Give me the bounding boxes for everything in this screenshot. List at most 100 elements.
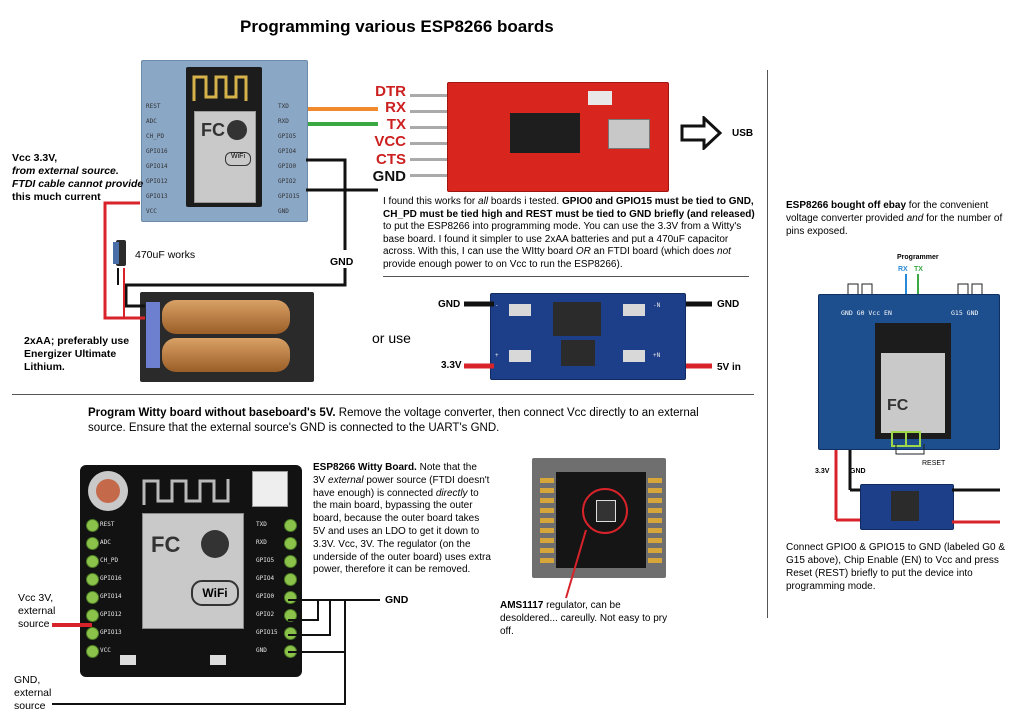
ftdi-pin-gnd: GND	[372, 168, 406, 185]
usb-arrow-icon	[680, 116, 723, 150]
ams1117-chip	[596, 500, 616, 522]
reset-pointer	[895, 444, 925, 455]
aa-battery	[162, 300, 290, 334]
header-pins	[648, 478, 662, 566]
esp-pin-label: GPIO5	[278, 133, 297, 140]
battery-holder-image	[140, 292, 314, 382]
ai-logo-icon	[201, 530, 229, 558]
witty-pin-label: GPIO16	[100, 575, 122, 582]
wifi-badge-icon: WiFi	[225, 152, 251, 166]
section-divider	[12, 394, 754, 395]
regulator-chip	[553, 302, 601, 336]
rgb-led-icon	[252, 471, 288, 507]
aa-battery	[162, 338, 290, 372]
ftdi-description: I found this works for all boards i test…	[383, 196, 755, 270]
esp12-module: FC	[875, 323, 951, 439]
regulator-5v-label: 5V in	[717, 362, 741, 373]
capacitor-smd	[509, 350, 531, 362]
witty-pin-label: VCC	[100, 647, 111, 654]
regulator-gnd-out-label: GND	[717, 299, 740, 310]
ftdi-header-pins	[410, 92, 450, 178]
witty-vcc-label: Vcc 3V, external source	[18, 592, 56, 630]
esp12-shield: FC WiFi	[194, 111, 256, 203]
esp-pin-label: GPIO14	[146, 163, 168, 170]
esp-pin-label: VCC	[146, 208, 157, 215]
ebay-wires	[834, 450, 1000, 524]
witty-pin-label: GPIO4	[256, 575, 275, 582]
regulator-gnd-in-label: GND	[438, 299, 461, 310]
ftdi-pin-dtr: DTR	[375, 83, 406, 100]
reset-label: RESET	[922, 460, 946, 467]
ebay-gnd-label: GND	[850, 468, 866, 475]
ebay-regulator-image	[860, 484, 954, 530]
esp-pin-label: GPIO12	[146, 178, 168, 185]
button-icon	[120, 655, 136, 665]
witty-gnd-source-label: GND, external source	[14, 674, 52, 712]
witty-gnd-label: GND	[385, 594, 409, 606]
fc-mark-icon: FC	[151, 532, 181, 557]
witty-pin-label: GND	[256, 647, 267, 654]
battery-contact	[146, 302, 160, 368]
wiring-top-left	[103, 107, 378, 320]
pcb-antenna-icon	[142, 479, 230, 505]
witty-pin-label: GPIO14	[100, 593, 122, 600]
capacitor-smd	[509, 304, 531, 316]
mini-usb-connector	[608, 119, 650, 149]
esp-pin-label: GPIO16	[146, 148, 168, 155]
esp12-breakout-image: FC WiFi REST ADC CH_PD GPIO16 GPIO14 GPI…	[141, 60, 308, 222]
esp-pin-label: ADC	[146, 118, 157, 125]
regulator-wires	[464, 301, 712, 369]
button-icon	[210, 655, 226, 665]
ams-pointer-line	[565, 529, 587, 599]
ebay-board-heading: ESP8266 bought off ebay for the convenie…	[786, 200, 1003, 237]
regulator-3v3-label: 3.3V	[441, 360, 462, 371]
witty-pin-label: CH_PD	[100, 557, 119, 564]
regulator-highlight-circle	[582, 488, 628, 534]
regulator-chip	[561, 340, 595, 366]
regulator-chip	[891, 491, 919, 521]
vcc-source-label: Vcc 3.3V, from external source. FTDI cab…	[12, 152, 144, 203]
rx-label: RX	[898, 266, 908, 273]
witty-board-image: FC WiFi REST ADC CH_PD GPIO16 GPIO14 GPI…	[80, 465, 302, 677]
esp-pin-label: GPIO15	[278, 193, 300, 200]
witty-pin-label: GPIO0	[256, 593, 275, 600]
witty-pin-label: GPIO12	[100, 611, 122, 618]
witty-pin-label: ADC	[100, 539, 111, 546]
capacitor-label: 470uF works	[135, 249, 196, 261]
witty-pin-label: GPIO15	[256, 629, 278, 636]
ftdi-pin-vcc: VCC	[374, 133, 406, 150]
usb-label: USB	[732, 128, 754, 139]
ftdi-pin-cts: CTS	[376, 151, 406, 168]
ebay-caption: Connect GPIO0 & GPIO15 to GND (labeled G…	[786, 542, 1005, 592]
divider	[383, 276, 749, 277]
battery-label: 2xAA; preferably use Energizer Ultimate …	[24, 335, 130, 373]
jumper	[588, 91, 612, 105]
ftdi-chip	[510, 113, 580, 153]
esp-pin-label: RXD	[278, 118, 289, 125]
board-pin-labels: G15 GND	[951, 309, 979, 317]
vertical-divider	[767, 70, 768, 618]
voltage-regulator-image: - + -N +N	[490, 293, 686, 380]
esp-pin-label: GPIO13	[146, 193, 168, 200]
esp-pin-label: GPIO0	[278, 163, 297, 170]
page-title: Programming various ESP8266 boards	[240, 17, 554, 36]
witty-description: ESP8266 Witty Board. Note that the 3V ex…	[313, 462, 491, 576]
esp-pin-label: REST	[146, 103, 161, 110]
witty-pin-label: RXD	[256, 539, 267, 546]
capacitor-smd	[623, 350, 645, 362]
programmer-label: Programmer	[897, 254, 939, 261]
esp-pin-label: CH_PD	[146, 133, 165, 140]
tx-label: TX	[914, 266, 923, 273]
ebay-3v3-label: 3.3V	[815, 468, 830, 475]
witty-pin-label: GPIO13	[100, 629, 122, 636]
witty-pin-label: REST	[100, 521, 115, 528]
esp-pin-label: GND	[278, 208, 289, 215]
ams1117-caption: AMS1117 regulator, can be desoldered... …	[500, 600, 668, 637]
witty-pin-label: GPIO2	[256, 611, 275, 618]
capacitor-icon	[116, 240, 126, 266]
header-pins	[540, 478, 554, 566]
or-use-label: or use	[372, 330, 411, 346]
esp12-shield: FC	[881, 353, 945, 433]
ftdi-pin-tx: TX	[386, 116, 406, 133]
reset-button-highlight	[905, 431, 921, 447]
